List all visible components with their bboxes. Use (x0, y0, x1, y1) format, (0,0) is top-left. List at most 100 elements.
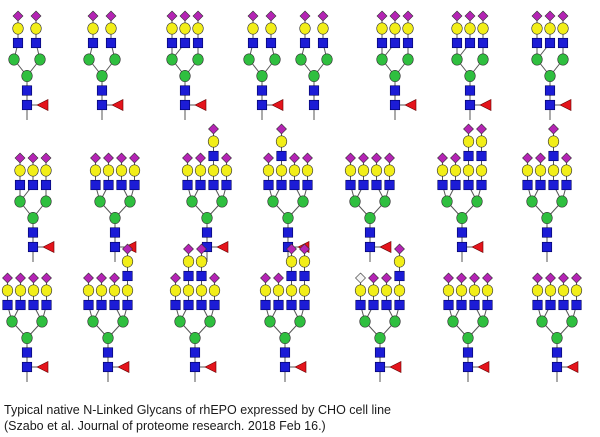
sialic-acid-diamond (170, 272, 181, 284)
antenna-glcnac-square (286, 299, 297, 311)
galactose-circle (462, 135, 475, 148)
sialic-acid-diamond (548, 123, 559, 135)
antenna-glcnac-square (368, 299, 379, 311)
branch-mannose-circle (531, 53, 543, 66)
sialic-acid-diamond (561, 152, 572, 164)
sialic-acid-diamond (545, 272, 556, 284)
sialic-acid-diamond (394, 243, 405, 255)
galactose-circle (301, 164, 314, 177)
branch-mannose-circle (6, 315, 18, 328)
branch-mannose-circle (186, 195, 198, 208)
sialic-acid-diamond (12, 10, 24, 22)
fucose-triangle (566, 361, 579, 373)
core-mannose-circle (201, 211, 213, 225)
core-mannose-circle (364, 211, 376, 225)
galactose-circle (560, 164, 573, 177)
core-glcnac-square (541, 241, 553, 253)
sialic-acid-diamond (531, 10, 543, 22)
fucose-triangle (216, 241, 229, 253)
galactose-circle (262, 164, 275, 177)
galactose-circle (393, 284, 406, 297)
antenna-glcnac-square (15, 299, 26, 311)
galactose-circle (166, 22, 178, 35)
sialic-acid-diamond (14, 152, 26, 164)
core-glcnac-square (462, 347, 474, 358)
antenna-glcnac-square (209, 299, 220, 311)
galactose-circle (179, 22, 191, 35)
glycan-structure (354, 243, 406, 382)
core-glcnac-square (179, 99, 191, 111)
antenna-glcnac-square (116, 179, 127, 191)
sialic-acid-diamond (532, 272, 543, 284)
sialic-acid-diamond (15, 272, 26, 284)
galactose-circle (370, 164, 383, 177)
antenna-glcnac-square (30, 37, 42, 49)
fucose-triangle (479, 99, 492, 111)
antenna-glcnac-square (402, 37, 414, 49)
galactose-circle (357, 164, 370, 177)
galactose-circle (102, 164, 115, 177)
core-glcnac-square (308, 85, 320, 96)
core-glcnac-square (541, 227, 553, 238)
sialic-acid-diamond (544, 10, 556, 22)
galactose-circle (383, 164, 396, 177)
sialic-acid-diamond (558, 272, 569, 284)
galactose-circle (547, 135, 560, 148)
core-glcnac-square (282, 227, 294, 238)
galactose-circle (259, 284, 272, 297)
branch-mannose-circle (402, 53, 414, 66)
galactose-circle (27, 284, 40, 297)
sialic-acid-diamond (166, 10, 178, 22)
antenna-glcnac-square (451, 37, 463, 49)
galactose-circle (82, 284, 95, 297)
antenna-glcnac-square (122, 270, 133, 282)
galactose-circle (40, 164, 52, 177)
antenna-glcnac-square (289, 179, 300, 191)
core-mannose-circle (109, 211, 121, 225)
antenna-glcnac-square (317, 37, 329, 49)
branch-mannose-circle (87, 315, 99, 328)
branch-mannose-circle (36, 315, 48, 328)
sialic-acid-diamond (456, 272, 467, 284)
sialic-acid-diamond (463, 123, 474, 135)
antenna-glcnac-square (548, 179, 559, 191)
sialic-acid-diamond (571, 272, 582, 284)
core-mannose-circle (21, 331, 33, 345)
galactose-circle (475, 135, 488, 148)
fucose-triangle (117, 361, 130, 373)
core-glcnac-square (374, 361, 386, 373)
branch-mannose-circle (204, 315, 216, 328)
antenna-glcnac-square (437, 179, 448, 191)
antenna-glcnac-square (531, 37, 543, 49)
fucose-triangle (36, 361, 49, 373)
sialic-acid-diamond (83, 272, 94, 284)
galactose-circle (121, 284, 134, 297)
antenna-glcnac-square (394, 270, 405, 282)
branch-mannose-circle (264, 315, 276, 328)
galactose-circle (481, 284, 494, 297)
galactose-circle (182, 255, 195, 268)
antenna-glcnac-square (482, 299, 493, 311)
core-glcnac-square (189, 347, 201, 358)
core-mannose-circle (389, 69, 401, 83)
galactose-circle (195, 255, 208, 268)
antenna-glcnac-square (129, 179, 140, 191)
galactose-circle (317, 22, 329, 35)
figure-caption-line-2: (Szabo et al. Journal of proteome resear… (4, 419, 326, 433)
galactose-circle (534, 164, 547, 177)
antenna-glcnac-square (299, 270, 310, 282)
antenna-glcnac-square (109, 299, 120, 311)
antenna-glcnac-square (263, 179, 274, 191)
branch-mannose-circle (269, 53, 281, 66)
galactose-circle (557, 284, 570, 297)
sialic-acid-diamond (535, 152, 546, 164)
galactose-circle (285, 255, 298, 268)
branch-mannose-circle (243, 53, 255, 66)
sialic-acid-diamond (129, 152, 140, 164)
antenna-glcnac-square (286, 270, 297, 282)
sialic-acid-diamond (469, 272, 480, 284)
antenna-glcnac-square (557, 37, 569, 49)
sialic-acid-diamond (476, 123, 487, 135)
core-glcnac-square (551, 347, 563, 358)
antenna-glcnac-square (456, 299, 467, 311)
